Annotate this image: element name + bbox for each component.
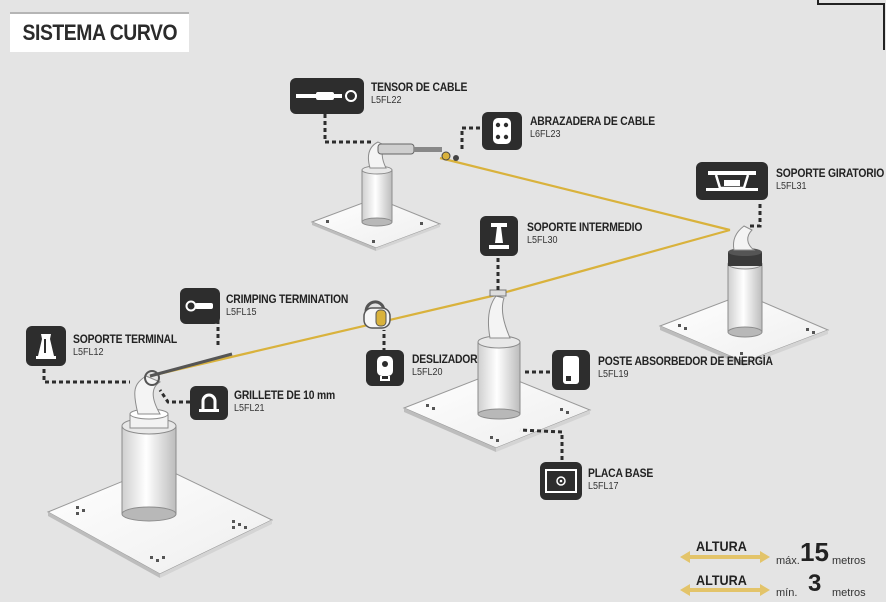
deslizador-code: L5FL20 [412, 367, 443, 379]
abrazadera-icon-box [482, 112, 522, 150]
post-tensor [361, 141, 459, 227]
legend-min-label: ALTURA [696, 572, 747, 588]
poste-icon-box [552, 350, 590, 390]
legend-min-value: 3 [808, 570, 822, 597]
terminal-label: SOPORTE TERMINAL L5FL12 [73, 334, 189, 359]
grillete-icon-box [190, 386, 228, 420]
intermediate-support-icon [489, 223, 509, 249]
swivel-support-icon [706, 171, 758, 191]
grillete-label: GRILLETE DE 10 mm L5FL21 [234, 390, 346, 415]
giratorio-icon-box [696, 162, 768, 200]
crimping-name: CRIMPING TERMINATION [226, 294, 349, 306]
post-swivel [727, 225, 763, 338]
crimping-label: CRIMPING TERMINATION L5FL15 [226, 294, 362, 319]
placa-label: PLACA BASE L5FL17 [588, 468, 660, 493]
shackle-icon [199, 393, 219, 412]
terminal-icon-box [26, 326, 66, 366]
crimping-termination-icon [185, 300, 213, 312]
grillete-code: L5FL21 [234, 403, 265, 415]
deslizador-label: DESLIZADOR L5FL20 [412, 354, 485, 379]
legend-max-prefix: máx. [776, 555, 800, 567]
poste-label: POSTE ABSORBEDOR DE ENERGÍA L5FL19 [598, 356, 792, 381]
terminal-code: L5FL12 [73, 347, 104, 359]
slider-icon [377, 356, 393, 381]
crimping-icon-box [180, 288, 220, 324]
deslizador-icon-box [366, 350, 404, 386]
page-title-box: SISTEMA CURVO [10, 12, 189, 52]
abrazadera-name: ABRAZADERA DE CABLE [530, 116, 656, 128]
post-intermediate [477, 289, 521, 420]
intermedio-label: SOPORTE INTERMEDIO L5FL30 [527, 222, 655, 247]
cable-tensioner-icon [296, 90, 357, 102]
terminal-support-icon [36, 334, 56, 359]
cable-clamp-icon [493, 118, 511, 144]
base-plate-icon [545, 469, 577, 493]
energy-absorber-post-icon [563, 356, 579, 384]
placa-name: PLACA BASE [588, 468, 654, 480]
intermedio-name: SOPORTE INTERMEDIO [527, 222, 643, 234]
giratorio-name: SOPORTE GIRATORIO [776, 168, 885, 180]
abrazadera-label: ABRAZADERA DE CABLE L6FL23 [530, 116, 669, 141]
crimping-code: L5FL15 [226, 307, 257, 319]
legend-arrows [680, 551, 770, 596]
placa-icon-box [540, 462, 582, 500]
terminal-name: SOPORTE TERMINAL [73, 334, 178, 346]
grillete-name: GRILLETE DE 10 mm [234, 390, 336, 402]
legend-max-value: 15 [800, 537, 829, 567]
placa-code: L5FL17 [588, 481, 619, 493]
leader-lines [42, 114, 762, 460]
tensor-name: TENSOR DE CABLE [371, 82, 468, 94]
tensor-label: TENSOR DE CABLE L5FL22 [371, 82, 478, 107]
giratorio-label: SOPORTE GIRATORIO L5FL31 [776, 168, 886, 193]
legend-max-label: ALTURA [696, 538, 747, 554]
tensor-icon-box [290, 78, 364, 114]
post-terminal [121, 370, 177, 522]
corner-mark [817, 0, 885, 50]
giratorio-code: L5FL31 [776, 181, 807, 193]
page-title: SISTEMA CURVO [22, 20, 177, 45]
deslizador-name: DESLIZADOR [412, 354, 478, 366]
poste-name: POSTE ABSORBEDOR DE ENERGÍA [598, 356, 773, 368]
legend-max-unit: metros [832, 555, 866, 567]
tensor-code: L5FL22 [371, 95, 402, 107]
intermedio-code: L5FL30 [527, 235, 558, 247]
intermedio-icon-box [480, 216, 518, 256]
poste-code: L5FL19 [598, 369, 629, 381]
legend-min-unit: metros [832, 587, 866, 599]
legend-min-prefix: mín. [776, 587, 798, 599]
abrazadera-code: L6FL23 [530, 129, 561, 141]
cable-line [149, 156, 731, 378]
slider-on-cable [363, 300, 391, 329]
